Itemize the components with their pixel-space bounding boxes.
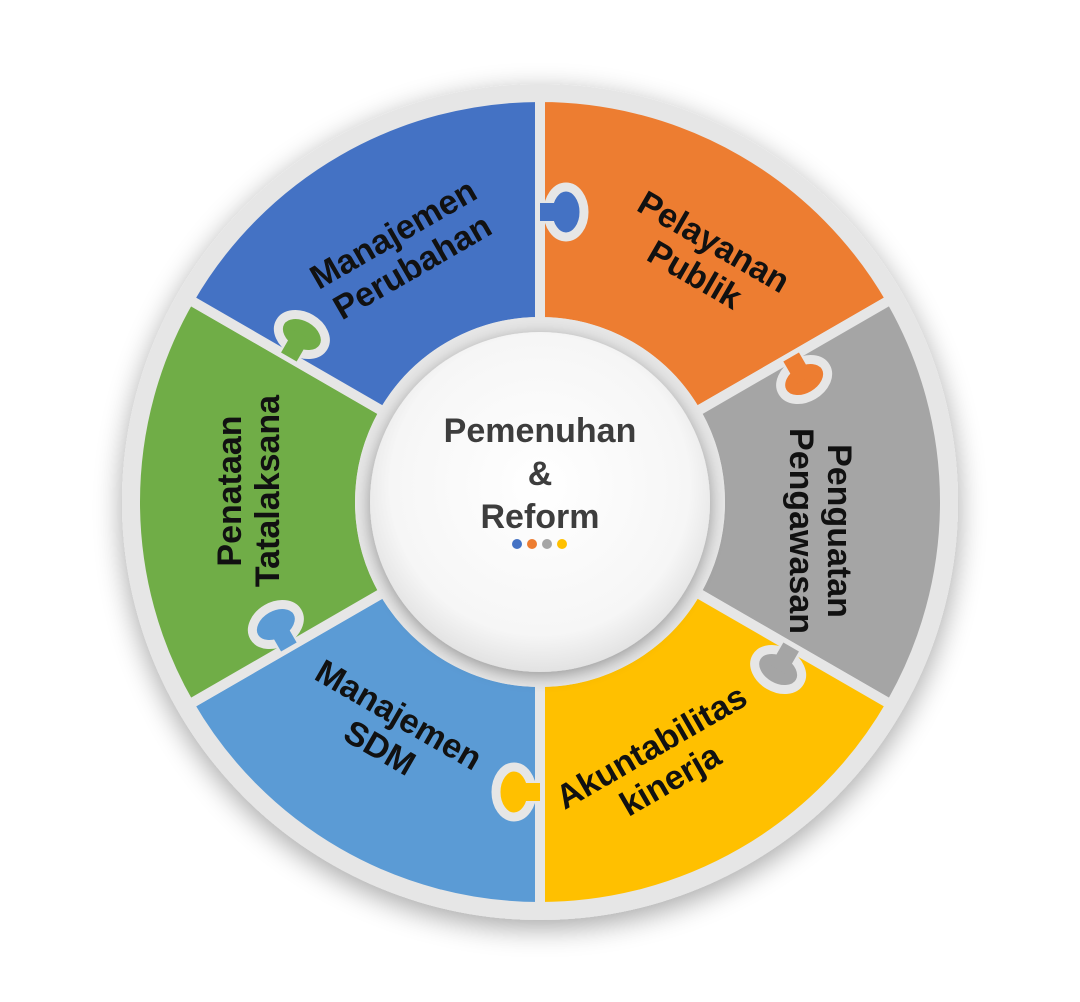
label-penataan-tatalaksana: Penataan Tatalaksana: [211, 394, 287, 587]
dot-gray: [542, 539, 552, 549]
puzzle-tab: [750, 642, 807, 694]
center-title-line-1: Pemenuhan: [444, 412, 637, 450]
center-circle: [370, 332, 710, 672]
puzzle-tab: [273, 310, 330, 362]
puzzle-tab-neck: [770, 642, 799, 675]
puzzle-tab-neck: [268, 619, 297, 652]
puzzle-tabs: [247, 182, 833, 822]
puzzle-tab-neck: [281, 329, 310, 362]
puzzle-tab: [540, 182, 589, 242]
puzzle-tab: [247, 600, 304, 652]
dot-orange: [527, 539, 537, 549]
center-color-dots: [512, 539, 567, 549]
puzzle-tab-neck: [783, 352, 812, 385]
puzzle-tab: [776, 352, 833, 404]
dot-blue: [512, 539, 522, 549]
label-line: Penguatan: [820, 444, 858, 618]
dot-yellow: [557, 539, 567, 549]
label-penguatan-pengawasan: Penguatan Pengawasan: [782, 428, 858, 634]
label-line: Penataan: [211, 415, 249, 566]
label-line: Tatalaksana: [249, 394, 287, 587]
label-line: Pengawasan: [782, 428, 820, 634]
center-title-line-3: Reform: [480, 498, 599, 536]
center-title-line-2: &: [528, 455, 553, 493]
puzzle-tab: [491, 762, 540, 822]
